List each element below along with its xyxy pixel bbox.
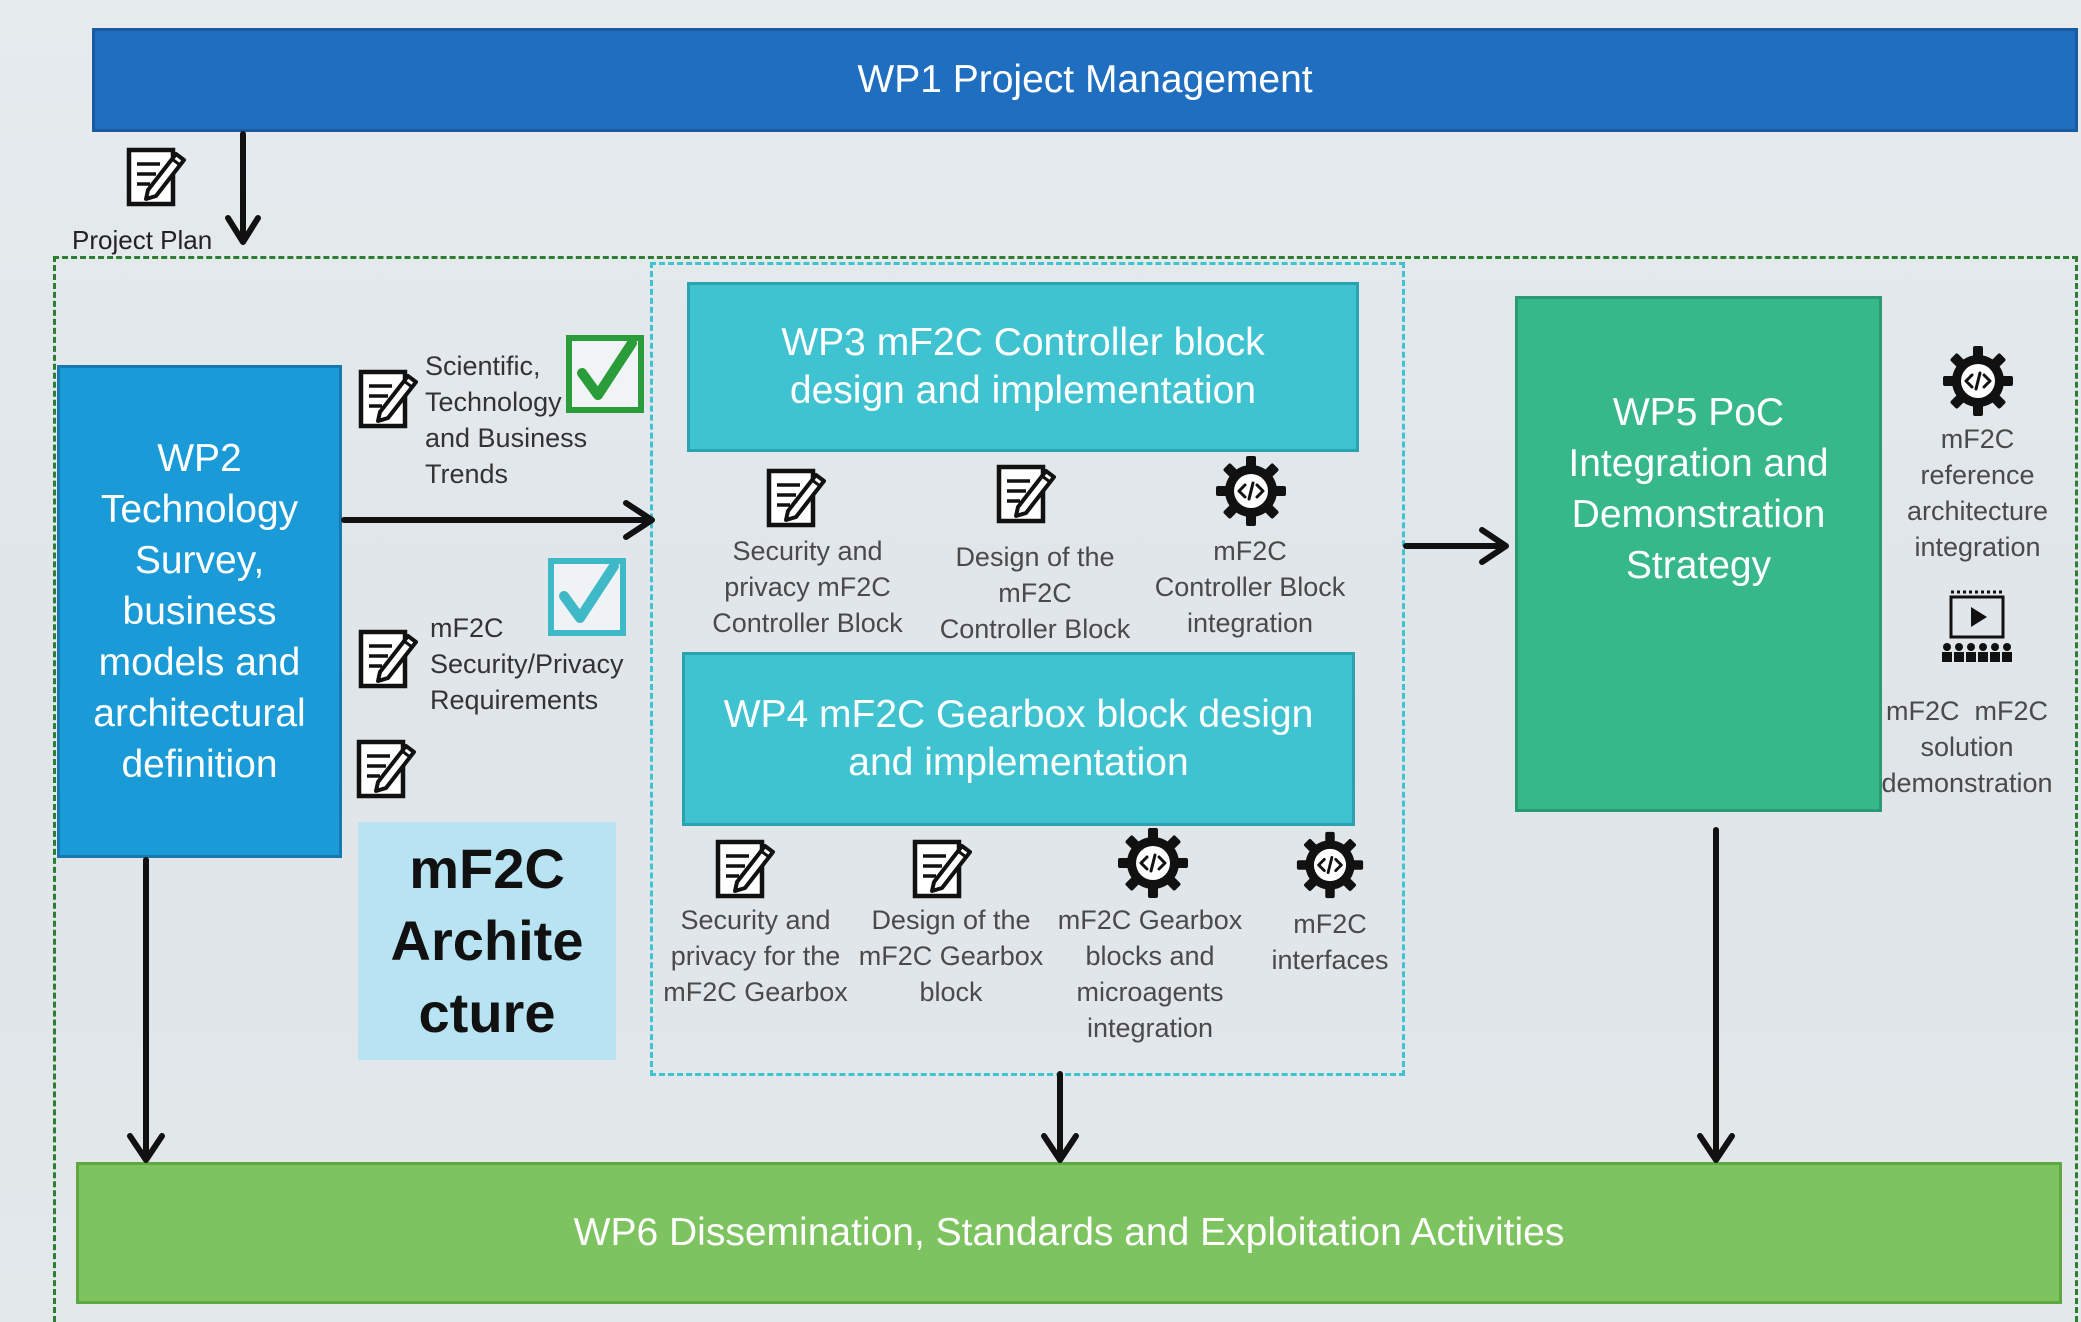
wp4-output-integration: mF2C Gearbox blocks and microagents inte… bbox=[1057, 905, 1243, 1043]
wp3-output-integration: mF2C Controller Block integration bbox=[1154, 536, 1346, 638]
wp4-integration-gear-icon bbox=[1116, 826, 1190, 900]
project-plan-doc-icon bbox=[126, 144, 188, 208]
wp3-integration-gear-icon bbox=[1214, 454, 1288, 528]
inner-dashed-container bbox=[650, 262, 1405, 1076]
wp6-title: WP6 Dissemination, Standards and Exploit… bbox=[573, 1211, 1565, 1254]
requirements-doc-icon bbox=[358, 626, 420, 690]
wp3-security-doc-icon bbox=[766, 465, 828, 529]
architecture-doc-icon bbox=[356, 736, 418, 800]
wp5-title: WP5 PoC Integration and Demonstration St… bbox=[1568, 391, 1829, 587]
wp6-box[interactable]: WP6 Dissemination, Standards and Exploit… bbox=[76, 1162, 2062, 1304]
wp4-box[interactable]: WP4 mF2C Gearbox block design and implem… bbox=[682, 652, 1355, 826]
wp1-box[interactable]: WP1 Project Management bbox=[92, 28, 2078, 132]
wp3-output-security: Security and privacy mF2C Controller Blo… bbox=[712, 536, 903, 638]
checkmark-green-icon bbox=[566, 335, 644, 413]
trends-doc-icon bbox=[358, 366, 420, 430]
wp4-security-doc-icon bbox=[715, 836, 777, 900]
wp3-output-design: Design of the mF2C Controller Block bbox=[939, 542, 1131, 644]
wp5-output-reference: mF2C reference architecture integration bbox=[1906, 424, 2049, 562]
wp4-output-security: Security and privacy for the mF2C Gearbo… bbox=[663, 905, 848, 1007]
wp2-box[interactable]: WP2 Technology Survey, business models a… bbox=[57, 365, 342, 858]
outer-dashed-container bbox=[53, 256, 2078, 1322]
wp4-output-interfaces: mF2C interfaces bbox=[1271, 909, 1389, 975]
wp5-box[interactable]: WP5 PoC Integration and Demonstration St… bbox=[1515, 296, 1882, 812]
wp5-reference-gear-icon bbox=[1941, 344, 2015, 418]
wp4-interfaces-gear-icon bbox=[1295, 830, 1365, 900]
trends-label: Scientific, Technology and Business Tren… bbox=[425, 351, 588, 489]
wp5-output-demonstration: mF2C mF2C solution demonstration bbox=[1881, 696, 2053, 798]
arrowhead-wp1-down bbox=[225, 215, 261, 245]
demonstration-icon bbox=[1942, 590, 2012, 662]
architecture-card[interactable]: mF2C Archite cture bbox=[358, 822, 616, 1060]
architecture-card-text: mF2C Archite cture bbox=[390, 837, 584, 1044]
wp4-title: WP4 mF2C Gearbox block design and implem… bbox=[723, 693, 1314, 784]
project-plan-label: Project Plan bbox=[72, 225, 213, 255]
wp2-title: WP2 Technology Survey, business models a… bbox=[93, 437, 306, 786]
wp4-design-doc-icon bbox=[912, 836, 974, 900]
wp3-title: WP3 mF2C Controller block design and imp… bbox=[781, 321, 1265, 412]
wp1-title: WP1 Project Management bbox=[857, 58, 1313, 101]
wp3-design-doc-icon bbox=[996, 461, 1058, 525]
wp3-box[interactable]: WP3 mF2C Controller block design and imp… bbox=[687, 282, 1359, 452]
requirements-label: mF2C Security/Privacy Requirements bbox=[430, 613, 624, 715]
wp4-output-design: Design of the mF2C Gearbox block bbox=[858, 905, 1044, 1007]
checkmark-cyan-icon bbox=[548, 558, 626, 636]
